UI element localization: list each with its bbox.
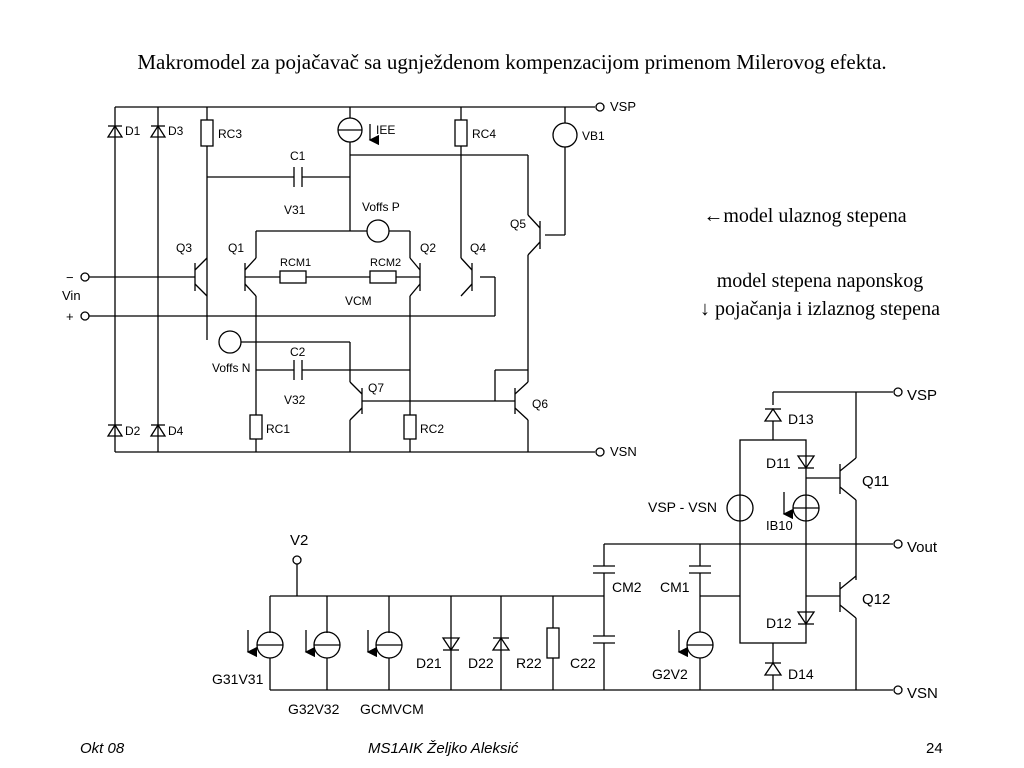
v32-label: V32 <box>284 393 306 407</box>
voltage-source-vsp-vsn <box>726 494 754 522</box>
diode-d11 <box>796 455 816 470</box>
c2-label: C2 <box>290 345 306 359</box>
q3-label: Q3 <box>176 241 192 255</box>
note-output-stage-line1: model stepena naponskog <box>716 270 924 292</box>
v2-terminal <box>292 555 302 565</box>
resistor-rcm1 <box>279 270 307 284</box>
transistor-q11 <box>839 457 857 501</box>
q11-label: Q11 <box>862 473 889 490</box>
rc1-label: RC1 <box>266 422 290 436</box>
voltage-source-voffs-n <box>218 330 242 354</box>
rcm2-label: RCM2 <box>370 257 401 269</box>
vsn-label: VSN <box>610 444 637 459</box>
g32v32-label: G32V32 <box>288 701 340 717</box>
transistor-q5 <box>527 214 541 256</box>
q12-label: Q12 <box>862 591 890 608</box>
slide-title: Makromodel za pojačavač sa ugnježdenom k… <box>137 50 887 74</box>
vin-plus-terminal <box>80 311 90 321</box>
q7-label: Q7 <box>368 381 384 395</box>
c1-label: C1 <box>290 149 306 163</box>
diode-d12 <box>796 611 816 626</box>
out-vsp-label: VSP <box>907 387 937 404</box>
v2-label: V2 <box>290 532 308 549</box>
voltage-source-vb1 <box>552 122 578 148</box>
diode-d1 <box>106 124 124 138</box>
input-stage-circuit: VSP VSN D1 D3 D2 D4 − + Vin <box>62 99 637 459</box>
out-vsn-terminal <box>893 685 903 695</box>
out-vsn-label: VSN <box>907 685 938 702</box>
diode-d14 <box>763 661 783 676</box>
vin-minus-sign: − <box>66 270 74 285</box>
d2-label: D2 <box>125 424 141 438</box>
vsp-vsn-label: VSP - VSN <box>648 499 717 515</box>
diode-d3 <box>149 124 167 138</box>
vout-label: Vout <box>907 539 938 556</box>
vsp-terminal <box>595 102 605 112</box>
voffs-n-label: Voffs N <box>212 361 250 375</box>
d11-label: D11 <box>766 455 791 471</box>
d21-label: D21 <box>416 655 442 671</box>
diode-d21 <box>441 637 461 652</box>
d3-label: D3 <box>168 124 184 138</box>
resistor-rcm2 <box>369 270 397 284</box>
resistor-rc4 <box>454 119 468 147</box>
note-output-stage-line2: ↓ pojačanja i izlaznog stepena <box>700 298 940 320</box>
cm1-label: CM1 <box>660 579 690 595</box>
diode-d2 <box>106 423 124 437</box>
output-stage-circuit: VSP Vout VSN D13 D14 VSP - VSN IB10 D11 <box>212 387 938 717</box>
diode-d4 <box>149 423 167 437</box>
q4-label: Q4 <box>470 241 486 255</box>
diode-d22 <box>491 636 511 651</box>
resistor-rc1 <box>249 414 263 440</box>
vin-label: Vin <box>62 288 81 303</box>
q1-label: Q1 <box>228 241 244 255</box>
rcm1-label: RCM1 <box>280 257 311 269</box>
diode-d13 <box>763 407 783 422</box>
vout-terminal <box>893 539 903 549</box>
cm2-label: CM2 <box>612 579 642 595</box>
q5-label: Q5 <box>510 217 526 231</box>
resistor-r22 <box>546 627 560 659</box>
vsn-terminal <box>595 447 605 457</box>
q2-label: Q2 <box>420 241 436 255</box>
g31v31-label: G31V31 <box>212 671 264 687</box>
resistor-rc3 <box>200 119 214 147</box>
transistor-q3 <box>194 257 208 297</box>
v31-label: V31 <box>284 203 306 217</box>
rc3-label: RC3 <box>218 127 242 141</box>
iee-label: IEE <box>376 123 395 137</box>
d14-label: D14 <box>788 666 814 682</box>
vb1-label: VB1 <box>582 129 605 143</box>
footer-author: MS1AIK Željko Aleksić <box>368 740 519 757</box>
transistor-q7 <box>349 381 363 421</box>
d4-label: D4 <box>168 424 184 438</box>
transistor-q6 <box>514 381 529 421</box>
transistor-q4 <box>460 257 473 297</box>
vin-plus-sign: + <box>66 309 74 324</box>
rc2-label: RC2 <box>420 422 444 436</box>
r22-label: R22 <box>516 655 542 671</box>
footer-date: Okt 08 <box>80 740 125 757</box>
ib10-label: IB10 <box>766 518 793 533</box>
note-input-stage: ←model ulaznog stepena <box>703 205 907 227</box>
transistor-q12 <box>839 575 857 619</box>
vcm-label: VCM <box>345 294 372 308</box>
d13-label: D13 <box>788 411 814 427</box>
vsp-label: VSP <box>610 99 636 114</box>
gcmvcm-label: GCMVCM <box>360 701 424 717</box>
out-vsp-terminal <box>893 387 903 397</box>
voffs-p-label: Voffs P <box>362 200 400 214</box>
d1-label: D1 <box>125 124 141 138</box>
vin-minus-terminal <box>80 272 90 282</box>
footer-page-number: 24 <box>926 740 943 757</box>
resistor-rc2 <box>403 414 417 440</box>
q6-label: Q6 <box>532 397 548 411</box>
g2v2-label: G2V2 <box>652 666 688 682</box>
d22-label: D22 <box>468 655 494 671</box>
d12-label: D12 <box>766 615 792 631</box>
voltage-source-voffs-p <box>366 219 390 243</box>
c22-label: C22 <box>570 655 596 671</box>
rc4-label: RC4 <box>472 127 496 141</box>
